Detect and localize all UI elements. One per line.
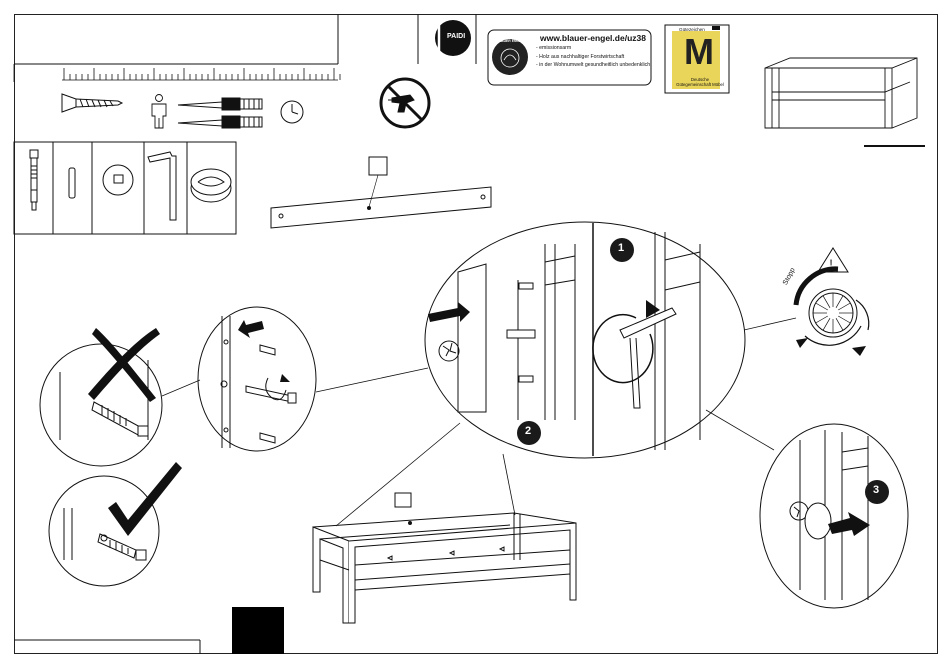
goldenes-m-bottom-label: Deutsche Gütegemeinschaft Möbel bbox=[674, 77, 726, 87]
no-power-drill-icon bbox=[381, 79, 429, 127]
blauer-engel-claims: emissionsarm Holz aus nachhaltiger Forst… bbox=[536, 44, 650, 70]
allen-key-part bbox=[148, 152, 176, 220]
ruler bbox=[14, 64, 340, 82]
wrong-method-detail bbox=[40, 344, 162, 466]
claim-item: emissionsarm bbox=[536, 44, 650, 53]
title-box bbox=[14, 14, 476, 64]
cover-cap-part bbox=[191, 169, 231, 202]
correct-method-detail bbox=[49, 476, 159, 586]
dowel-part bbox=[69, 168, 75, 198]
goldenes-m-letter: M bbox=[684, 33, 714, 71]
bed-preview bbox=[765, 58, 917, 128]
side-board-part bbox=[271, 157, 491, 228]
blauer-engel-seal-text: BLAUER ENGEL bbox=[493, 39, 527, 43]
brand-logo-text: PAIDI bbox=[447, 33, 465, 40]
screwdriver-phillips-icon bbox=[178, 98, 262, 110]
step-marker: 2 bbox=[525, 425, 531, 437]
claim-item: in der Wohnumwelt gesundheitlich unbeden… bbox=[536, 61, 650, 70]
cam-lock-part bbox=[103, 165, 133, 195]
screw-icon bbox=[62, 94, 122, 112]
person-icon bbox=[152, 95, 166, 129]
footer bbox=[14, 607, 284, 654]
joint-detail bbox=[425, 222, 745, 458]
claim-item: Holz aus nachhaltiger Forstwirtschaft bbox=[536, 53, 650, 62]
warning-icon: ! bbox=[829, 257, 832, 271]
step-marker: 1 bbox=[618, 242, 624, 254]
cam-bolt-part bbox=[30, 150, 38, 210]
blauer-engel-url: www.blauer-engel.de/uz38 bbox=[540, 33, 646, 43]
clock-icon bbox=[281, 101, 303, 123]
cover-cap-detail bbox=[760, 424, 908, 608]
screwdriver-flat-icon bbox=[178, 116, 262, 128]
dowel-insert-detail bbox=[198, 307, 316, 451]
step-marker: 3 bbox=[873, 484, 879, 496]
